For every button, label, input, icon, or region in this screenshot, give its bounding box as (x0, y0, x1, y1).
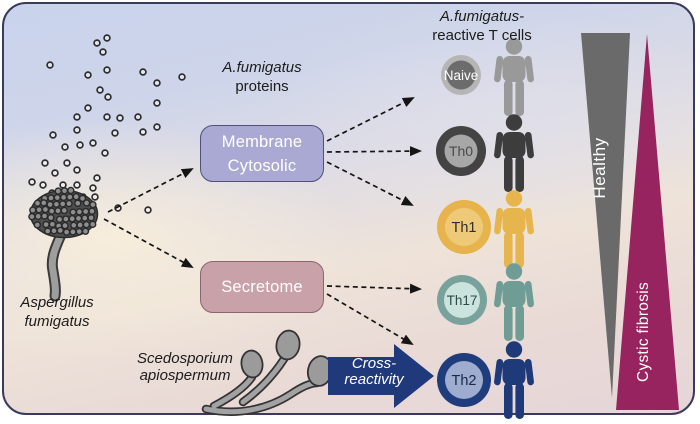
membrane-box-line1: Membrane (221, 132, 303, 151)
arrow-membrane-to-th0 (326, 146, 422, 157)
arrow-secretome-to-th17 (326, 283, 422, 294)
cystic-fibrosis-label: Cystic fibrosis (635, 282, 652, 382)
conidiophore-stalk (48, 224, 68, 300)
tcell-label-th1: Th1 (452, 220, 477, 236)
person-icons (493, 38, 535, 419)
aspergillus-illustration (28, 186, 99, 302)
cross-reactivity-label: Cross- reactivity (330, 356, 418, 388)
tcell-circle-th0: Th0 (436, 126, 486, 176)
healthy-triangle (581, 33, 630, 398)
tcell-heading: A.fumigatus- reactive T cells (417, 7, 547, 45)
person-icon-th0 (493, 114, 535, 192)
cross-reactivity-arrow (328, 344, 434, 408)
tcell-heading-line1: A.fumigatus- (439, 8, 525, 25)
tcell-heading-line2: reactive T cells (432, 27, 532, 44)
person-icon-th17 (493, 263, 535, 341)
dashed-arrows (103, 97, 422, 346)
spore-cloud (28, 34, 186, 214)
membrane-box-line2: Cytosolic (227, 156, 297, 175)
scedosporium-conidia (240, 329, 334, 387)
tcell-circle-naive: Naive (441, 55, 481, 95)
tcell-circles: Naive Th0 Th1 Th17 Th2 (436, 55, 491, 407)
secretome-box: Secretome (200, 261, 324, 313)
person-icon-th2 (493, 341, 535, 419)
scedosporium-line1: Scedosporium (137, 350, 233, 367)
arrow-fungus-to-membrane (107, 168, 194, 213)
tcell-circle-th1: Th1 (437, 200, 491, 254)
cross-reactivity-line2: reactivity (344, 371, 404, 388)
af-proteins-heading: A.fumigatus proteins (197, 58, 327, 96)
tcell-label-th2: Th2 (452, 373, 477, 389)
arrow-membrane-to-th1 (326, 161, 414, 206)
af-proteins-line1: A.fumigatus (222, 59, 302, 76)
person-icon-th1 (493, 190, 535, 268)
arrow-membrane-to-naive (326, 97, 415, 142)
tcell-label-th0: Th0 (449, 143, 473, 159)
scedosporium-illustration (201, 329, 334, 416)
tcell-label-naive: Naive (444, 68, 479, 83)
tcell-circle-th17: Th17 (437, 275, 487, 325)
cross-reactivity-line1: Cross- (351, 355, 397, 372)
scedosporium-line2: apiospermum (139, 367, 231, 384)
membrane-cytosolic-box: Membrane Cytosolic (200, 125, 324, 182)
cystic-fibrosis-triangle (616, 34, 679, 410)
scedosporium-label: Scedosporium apiospermum (123, 350, 247, 384)
aspergillus-label: Aspergillus fumigatus (3, 293, 111, 331)
arrow-secretome-to-th2 (326, 293, 414, 346)
conidial-head-dots (28, 186, 97, 236)
aspergillus-line1: Aspergillus (20, 294, 94, 311)
healthy-label: Healthy (590, 137, 609, 198)
secretome-box-line1: Secretome (221, 278, 303, 296)
tcell-label-th17: Th17 (447, 293, 478, 308)
af-proteins-line2: proteins (235, 78, 289, 95)
person-icon-naive (493, 38, 535, 116)
arrow-fungus-to-secretome (103, 218, 194, 268)
tcell-circle-th2: Th2 (437, 353, 491, 407)
aspergillus-line2: fumigatus (24, 313, 90, 330)
